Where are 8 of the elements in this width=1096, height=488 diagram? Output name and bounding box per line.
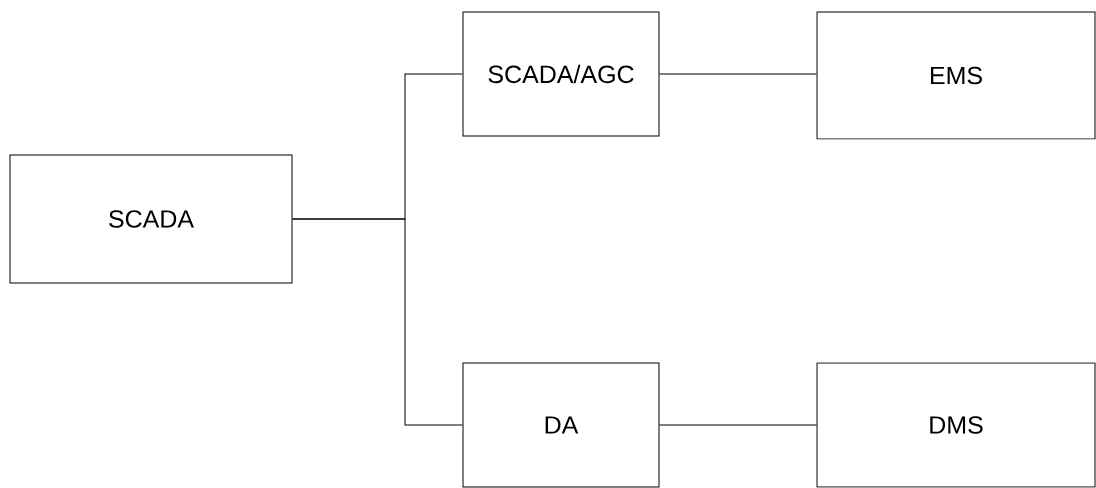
- connector-line: [659, 424, 817, 426]
- process-box: EMS: [816, 11, 1096, 140]
- process-box: SCADA/AGC: [462, 11, 660, 137]
- connector-line: [292, 218, 463, 426]
- connector-line: [659, 73, 817, 75]
- process-box: DMS: [816, 362, 1096, 488]
- process-box: DA: [462, 362, 660, 488]
- process-box: SCADA: [9, 154, 293, 284]
